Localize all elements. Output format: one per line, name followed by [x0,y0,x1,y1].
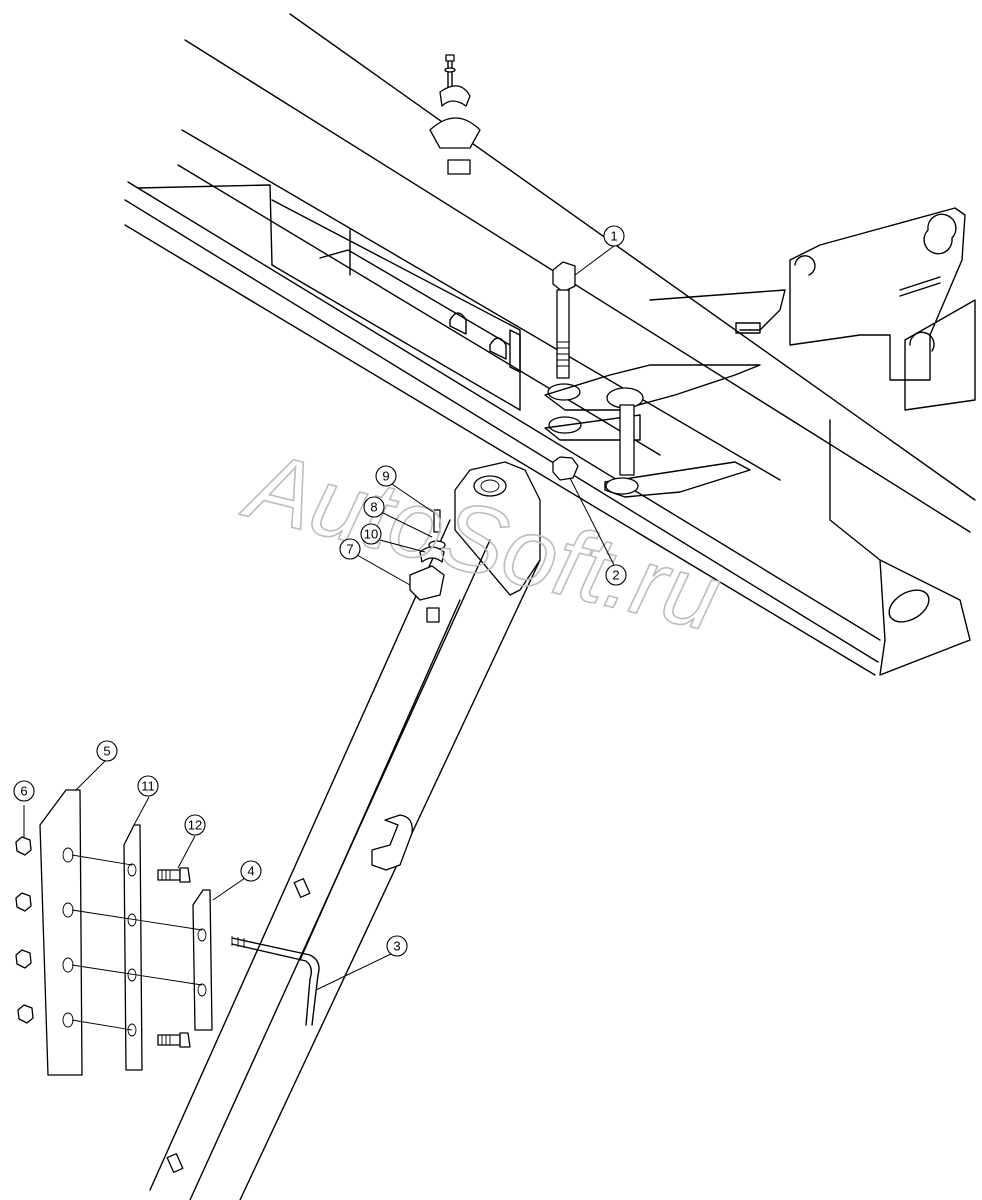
callout-10-label: 10 [364,527,378,542]
callout-6-label: 6 [20,784,27,799]
u-bolt [231,936,320,1026]
callout-4-label: 4 [247,864,254,879]
callout-2-label: 2 [612,568,619,583]
boom-arm [149,461,541,1200]
main-frame-beam [124,13,976,676]
callout-10: 10 [360,523,382,545]
callout-5-label: 5 [103,744,110,759]
top-clamp-assembly [429,54,481,175]
callout-5: 5 [96,740,118,762]
callout-9-label: 9 [382,469,389,484]
callout-9: 9 [375,465,397,487]
callout-3-label: 3 [393,939,400,954]
pivot-assembly [544,261,761,498]
small-clamp [409,509,446,623]
callout-11-label: 11 [141,779,155,794]
callout-12: 12 [184,814,206,836]
bolts-and-nuts [15,836,191,1048]
callout-leaders [23,245,615,991]
callout-4: 4 [240,860,262,882]
callout-7-label: 7 [346,542,353,557]
callout-1: 1 [603,225,625,247]
corner-bracket [789,207,976,411]
callout-12-label: 12 [188,818,202,833]
callout-11: 11 [137,775,159,797]
callout-7: 7 [339,538,361,560]
clamp-plates [39,789,213,1076]
callout-8-label: 8 [370,500,377,515]
callout-8: 8 [363,496,385,518]
watermark: AutoSoft.ru [234,431,731,652]
callout-6: 6 [13,780,35,802]
callout-1-label: 1 [610,229,617,244]
callout-2: 2 [605,564,627,586]
callout-3: 3 [386,935,408,957]
